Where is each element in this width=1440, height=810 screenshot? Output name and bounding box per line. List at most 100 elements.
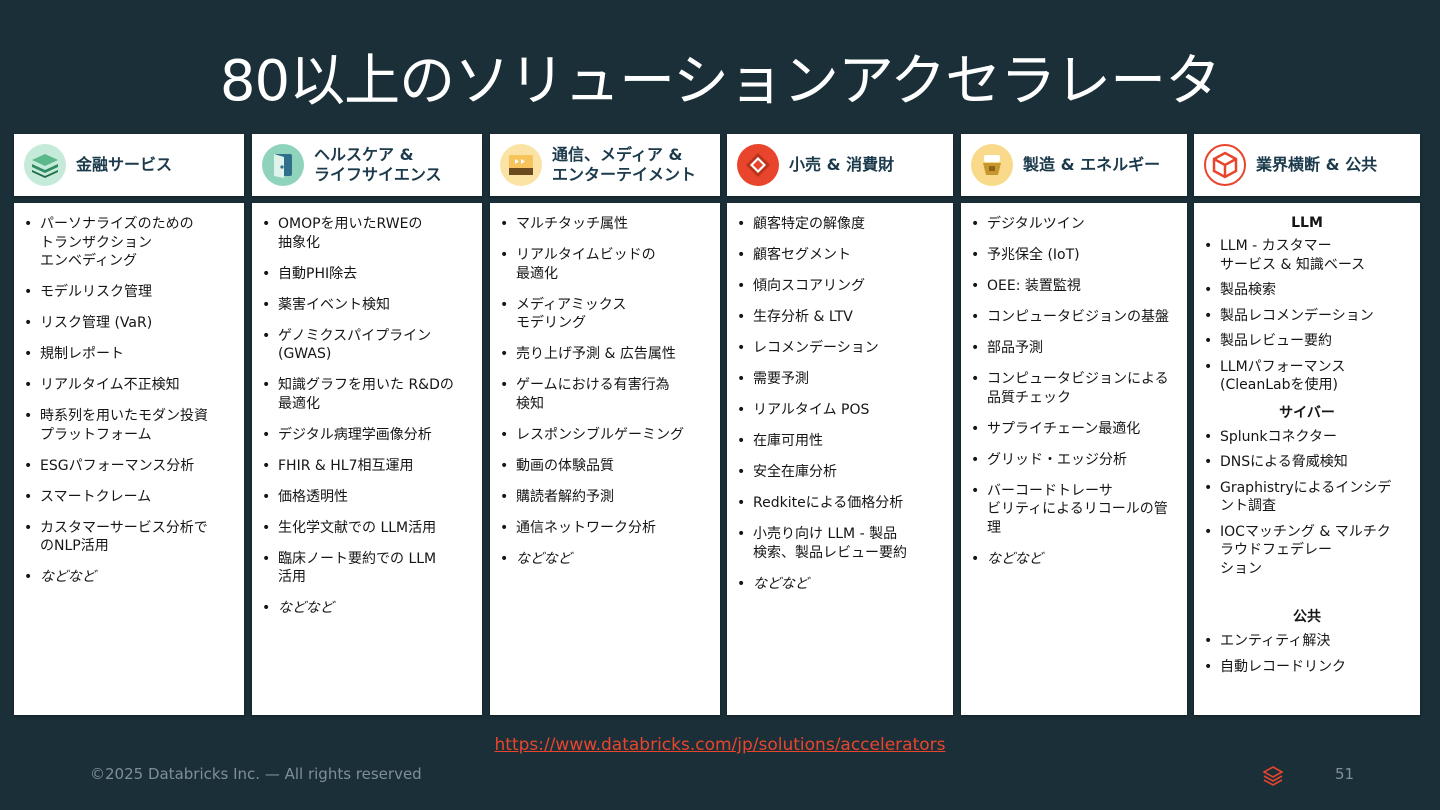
list-item: エンティティ解決 xyxy=(1204,632,1410,651)
list-item: 生化学文献での LLM活用 xyxy=(262,519,472,538)
list-item: リアルタイム不正検知 xyxy=(24,376,234,395)
list-item: レコメンデーション xyxy=(737,339,943,358)
list-item: 顧客特定の解像度 xyxy=(737,215,943,234)
column-body: パーソナライズのための トランザクション エンベディング モデルリスク管理 リス… xyxy=(14,203,244,715)
list-item: LLMパフォーマンス (CleanLabを使用) xyxy=(1204,358,1410,395)
column-financial-services: 金融サービス パーソナライズのための トランザクション エンベディング モデルリ… xyxy=(14,134,244,715)
list-item: 規制レポート xyxy=(24,345,234,364)
section-title: LLM xyxy=(1291,215,1323,231)
tag-icon xyxy=(737,144,779,186)
list-item: Splunkコネクター xyxy=(1204,428,1410,447)
slide-title: 80以上のソリューションアクセラレータ xyxy=(219,49,1221,114)
list-item: 安全在庫分析 xyxy=(737,463,943,482)
list-item: ゲームにおける有害行為 検知 xyxy=(500,376,710,413)
list-item-etc: などなど xyxy=(737,575,943,594)
section-title: サイバー xyxy=(1279,404,1335,421)
column-media: 通信、メディア & エンターテイメント マルチタッチ属性 リアルタイムビッドの … xyxy=(490,134,720,715)
list-item: コンピュータビジョンによる 品質チェック xyxy=(971,370,1177,407)
book-icon xyxy=(262,144,304,186)
list-item: コンピュータビジョンの基盤 xyxy=(971,308,1177,327)
list-item: 動画の体験品質 xyxy=(500,457,710,476)
list-item: 製品レコメンデーション xyxy=(1204,307,1410,326)
accelerators-link[interactable]: https://www.databricks.com/jp/solutions/… xyxy=(494,735,946,755)
column-retail: 小売 & 消費財 顧客特定の解像度 顧客セグメント 傾向スコアリング 生存分析 … xyxy=(727,134,953,715)
list-item: マルチタッチ属性 xyxy=(500,215,710,234)
list-item: 価格透明性 xyxy=(262,488,472,507)
list-item: 製品検索 xyxy=(1204,281,1410,300)
list-item: 臨床ノート要約での LLM 活用 xyxy=(262,550,472,587)
list-item: Graphistryによるインシデ ント調査 xyxy=(1204,479,1410,516)
list-item: 薬害イベント検知 xyxy=(262,296,472,315)
list-item: デジタル病理学画像分析 xyxy=(262,426,472,445)
list-item: バーコードトレーサ ビリティによるリコールの管 理 xyxy=(971,482,1177,538)
list-item-etc: などなど xyxy=(971,550,1177,569)
list-item: スマートクレーム xyxy=(24,488,234,507)
column-header: 業界横断 & 公共 xyxy=(1194,134,1420,196)
factory-icon xyxy=(971,144,1013,186)
column-body: OMOPを用いたRWEの 抽象化 自動PHI除去 薬害イベント検知 ゲノミクスパ… xyxy=(252,203,482,715)
list-item: 売り上げ予測 & 広告属性 xyxy=(500,345,710,364)
list-item: 製品レビュー要約 xyxy=(1204,332,1410,351)
column-header: ヘルスケア & ライフサイエンス xyxy=(252,134,482,196)
column-header: 小売 & 消費財 xyxy=(727,134,953,196)
column-header-label: 小売 & 消費財 xyxy=(789,155,895,174)
list-item: 小売り向け LLM - 製品 検索、製品レビュー要約 xyxy=(737,525,943,562)
list-item: LLM - カスタマー サービス & 知識ベース xyxy=(1204,237,1410,274)
list-item-etc: などなど xyxy=(500,550,710,569)
list-item: 購読者解約予測 xyxy=(500,488,710,507)
list-item: パーソナライズのための トランザクション エンベディング xyxy=(24,215,234,271)
list-item: レスポンシブルゲーミング xyxy=(500,426,710,445)
column-cross-industry: 業界横断 & 公共 LLM LLM - カスタマー サービス & 知識ベース 製… xyxy=(1194,134,1420,715)
list-item: 自動PHI除去 xyxy=(262,265,472,284)
list-item: 部品予測 xyxy=(971,339,1177,358)
list-item: モデルリスク管理 xyxy=(24,283,234,302)
list-item: 需要予測 xyxy=(737,370,943,389)
column-header: 金融サービス xyxy=(14,134,244,196)
list-item: OEE: 装置監視 xyxy=(971,277,1177,296)
layers-icon xyxy=(24,144,66,186)
list-item: 傾向スコアリング xyxy=(737,277,943,296)
list-item: 自動レコードリンク xyxy=(1204,658,1410,677)
list-item-etc: などなど xyxy=(24,568,234,587)
page-number: 51 xyxy=(1335,765,1355,783)
list-item: 知識グラフを用いた R&Dの 最適化 xyxy=(262,376,472,413)
list-item: FHIR & HL7相互運用 xyxy=(262,457,472,476)
list-item: 時系列を用いたモダン投資 プラットフォーム xyxy=(24,407,234,444)
list-item: 顧客セグメント xyxy=(737,246,943,265)
section-title: 公共 xyxy=(1293,609,1321,625)
column-body: デジタルツイン 予兆保全 (IoT) OEE: 装置監視 コンピュータビジョンの… xyxy=(961,203,1187,715)
column-body: マルチタッチ属性 リアルタイムビッドの 最適化 メディアミックス モデリング 売… xyxy=(490,203,720,715)
film-icon xyxy=(500,144,542,186)
list-item: グリッド・エッジ分析 xyxy=(971,451,1177,470)
databricks-logo-icon xyxy=(1262,765,1284,787)
list-item: リアルタイム POS xyxy=(737,401,943,420)
column-header-label: 金融サービス xyxy=(76,155,173,174)
list-item: メディアミックス モデリング xyxy=(500,296,710,333)
list-item: リアルタイムビッドの 最適化 xyxy=(500,246,710,283)
column-body: LLM LLM - カスタマー サービス & 知識ベース 製品検索 製品レコメン… xyxy=(1194,203,1420,715)
copyright: ©2025 Databricks Inc. — All rights reser… xyxy=(90,765,422,783)
list-item: 通信ネットワーク分析 xyxy=(500,519,710,538)
list-item-etc: などなど xyxy=(262,599,472,618)
list-item: Redkiteによる価格分析 xyxy=(737,494,943,513)
list-item: サプライチェーン最適化 xyxy=(971,420,1177,439)
list-item: OMOPを用いたRWEの 抽象化 xyxy=(262,215,472,252)
column-header-label: 通信、メディア & エンターテイメント xyxy=(552,145,697,184)
list-item: 生存分析 & LTV xyxy=(737,308,943,327)
list-item: デジタルツイン xyxy=(971,215,1177,234)
column-body: 顧客特定の解像度 顧客セグメント 傾向スコアリング 生存分析 & LTV レコメ… xyxy=(727,203,953,715)
column-header: 製造 & エネルギー xyxy=(961,134,1187,196)
column-header: 通信、メディア & エンターテイメント xyxy=(490,134,720,196)
cube-icon xyxy=(1204,144,1246,186)
list-item: 在庫可用性 xyxy=(737,432,943,451)
list-item: カスタマーサービス分析で のNLP活用 xyxy=(24,519,234,556)
column-header-label: 製造 & エネルギー xyxy=(1023,155,1161,174)
list-item: ゲノミクスパイプライン (GWAS) xyxy=(262,327,472,364)
list-item: リスク管理 (VaR) xyxy=(24,314,234,333)
column-healthcare: ヘルスケア & ライフサイエンス OMOPを用いたRWEの 抽象化 自動PHI除… xyxy=(252,134,482,715)
list-item: DNSによる脅威検知 xyxy=(1204,453,1410,472)
column-header-label: ヘルスケア & ライフサイエンス xyxy=(314,145,442,184)
column-manufacturing: 製造 & エネルギー デジタルツイン 予兆保全 (IoT) OEE: 装置監視 … xyxy=(961,134,1187,715)
list-item: 予兆保全 (IoT) xyxy=(971,246,1177,265)
list-item: IOCマッチング & マルチク ラウドフェデレー ション xyxy=(1204,523,1410,579)
